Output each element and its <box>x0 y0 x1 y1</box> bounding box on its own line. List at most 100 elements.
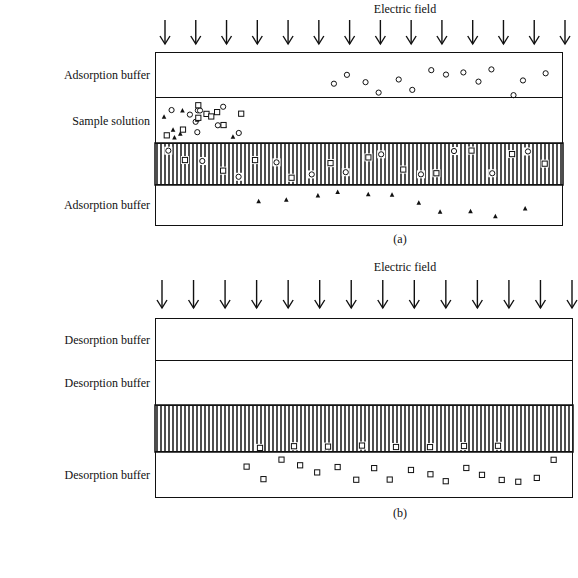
protein-circle <box>543 71 548 76</box>
protein-square <box>534 475 539 480</box>
protein-square <box>469 148 474 153</box>
arrow-head <box>468 36 478 44</box>
protein-circle <box>221 104 226 109</box>
protein-square <box>428 472 433 477</box>
protein-triangle <box>416 200 421 205</box>
protein-circle <box>490 171 495 176</box>
arrow-head <box>220 300 230 308</box>
field-arrow <box>164 20 165 44</box>
protein-square <box>427 445 432 450</box>
protein-square <box>196 103 201 108</box>
protein-square <box>372 466 377 471</box>
protein-square <box>328 161 333 166</box>
protein-circle <box>187 112 192 117</box>
protein-square <box>509 151 514 156</box>
buffer-band: Desorption buffer <box>155 360 573 406</box>
arrow-head <box>346 300 356 308</box>
protein-square <box>215 110 220 115</box>
buffer-band: Adsorption buffer <box>155 184 563 226</box>
field-arrow <box>441 20 442 44</box>
protein-triangle <box>231 134 236 139</box>
protein-triangle <box>468 209 473 214</box>
protein-circle <box>489 67 494 72</box>
field-arrow <box>224 280 225 308</box>
protein-square <box>354 477 359 482</box>
membrane-gap <box>488 169 496 177</box>
field-arrow <box>540 280 541 308</box>
panel-label: (b) <box>393 506 407 521</box>
protein-square <box>221 168 226 173</box>
membrane-gap <box>164 147 172 155</box>
protein-square <box>499 477 504 482</box>
protein-circle <box>451 148 456 153</box>
membrane-band <box>155 143 563 185</box>
protein-square <box>359 443 364 448</box>
field-arrow <box>349 20 350 44</box>
field-arrow <box>226 20 227 44</box>
protein-circle <box>331 81 336 86</box>
protein-square <box>401 167 406 172</box>
protein-circle <box>476 79 481 84</box>
membrane-band <box>155 405 573 452</box>
protein-circle <box>520 78 525 83</box>
membrane-gap <box>181 156 189 164</box>
membrane-gap <box>288 174 296 182</box>
membrane-gap <box>198 157 206 165</box>
protein-circle <box>379 152 384 157</box>
protein-square <box>325 444 330 449</box>
membrane-gap <box>494 442 502 450</box>
arrow-head <box>567 300 577 308</box>
protein-square <box>461 443 466 448</box>
field-arrow <box>287 280 288 308</box>
membrane-gap <box>508 150 516 158</box>
protein-circle <box>396 77 401 82</box>
arrow-head <box>535 300 545 308</box>
field-arrow <box>195 20 196 44</box>
membrane-gap <box>364 153 372 161</box>
arrow-head <box>375 36 385 44</box>
protein-circle <box>166 148 171 153</box>
field-arrow <box>318 20 319 44</box>
arrow-head <box>437 36 447 44</box>
protein-square <box>239 111 244 116</box>
arrow-head <box>314 36 324 44</box>
arrow-head <box>252 300 262 308</box>
arrow-head <box>409 300 419 308</box>
protein-triangle <box>316 193 321 198</box>
membrane-gap <box>392 443 400 451</box>
protein-square <box>408 467 413 472</box>
arrow-head <box>283 36 293 44</box>
protein-circle <box>236 130 241 135</box>
membrane-gap <box>417 170 425 178</box>
protein-circle <box>169 107 174 112</box>
membrane-gap <box>399 166 407 174</box>
field-arrow <box>193 280 194 308</box>
membrane-gap <box>235 173 243 181</box>
arrow-head <box>378 300 388 308</box>
membrane-gap <box>290 442 298 450</box>
arrow-head <box>504 300 514 308</box>
protein-circle <box>363 80 368 85</box>
field-arrow <box>319 280 320 308</box>
membrane-gap <box>450 147 458 155</box>
field-arrow <box>380 20 381 44</box>
protein-triangle <box>390 192 395 197</box>
arrow-head <box>529 36 539 44</box>
membrane-gap <box>432 169 440 177</box>
protein-circle <box>200 158 205 163</box>
protein-square <box>495 443 500 448</box>
arrow-head <box>472 300 482 308</box>
band-label: Adsorption buffer <box>64 198 150 213</box>
protein-triangle <box>523 206 528 211</box>
protein-square <box>516 479 521 484</box>
protein-square <box>196 115 201 120</box>
protein-circle <box>525 149 530 154</box>
protein-square <box>315 470 320 475</box>
arrow-head <box>189 300 199 308</box>
protein-triangle <box>256 199 261 204</box>
field-arrow <box>472 20 473 44</box>
protein-square <box>387 477 392 482</box>
membrane-gap <box>460 442 468 450</box>
membrane-gap <box>324 443 332 451</box>
